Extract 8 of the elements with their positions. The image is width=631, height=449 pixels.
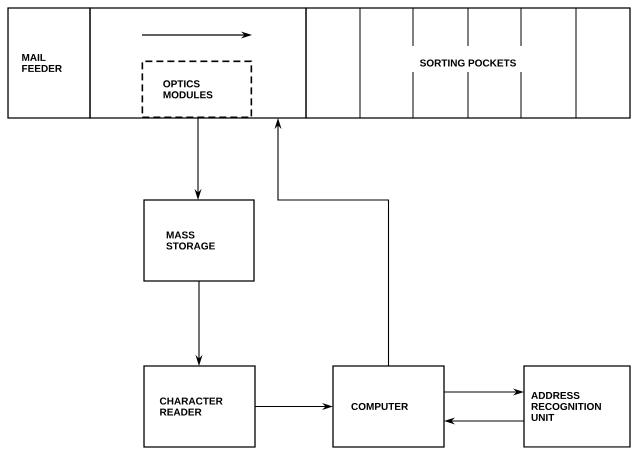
pockets-box: SORTING POCKETS — [305, 7, 631, 119]
computer-box: COMPUTER — [332, 365, 445, 448]
reader-box: CHARACTER READER — [143, 365, 256, 448]
optics-box: OPTICS MODULES — [142, 60, 252, 118]
transport-box — [89, 7, 307, 119]
recognition-box: ADDRESS RECOGNITION UNIT — [523, 365, 631, 448]
storage-box: MASS STORAGE — [143, 199, 255, 282]
feeder-box: MAIL FEEDER — [7, 7, 91, 119]
